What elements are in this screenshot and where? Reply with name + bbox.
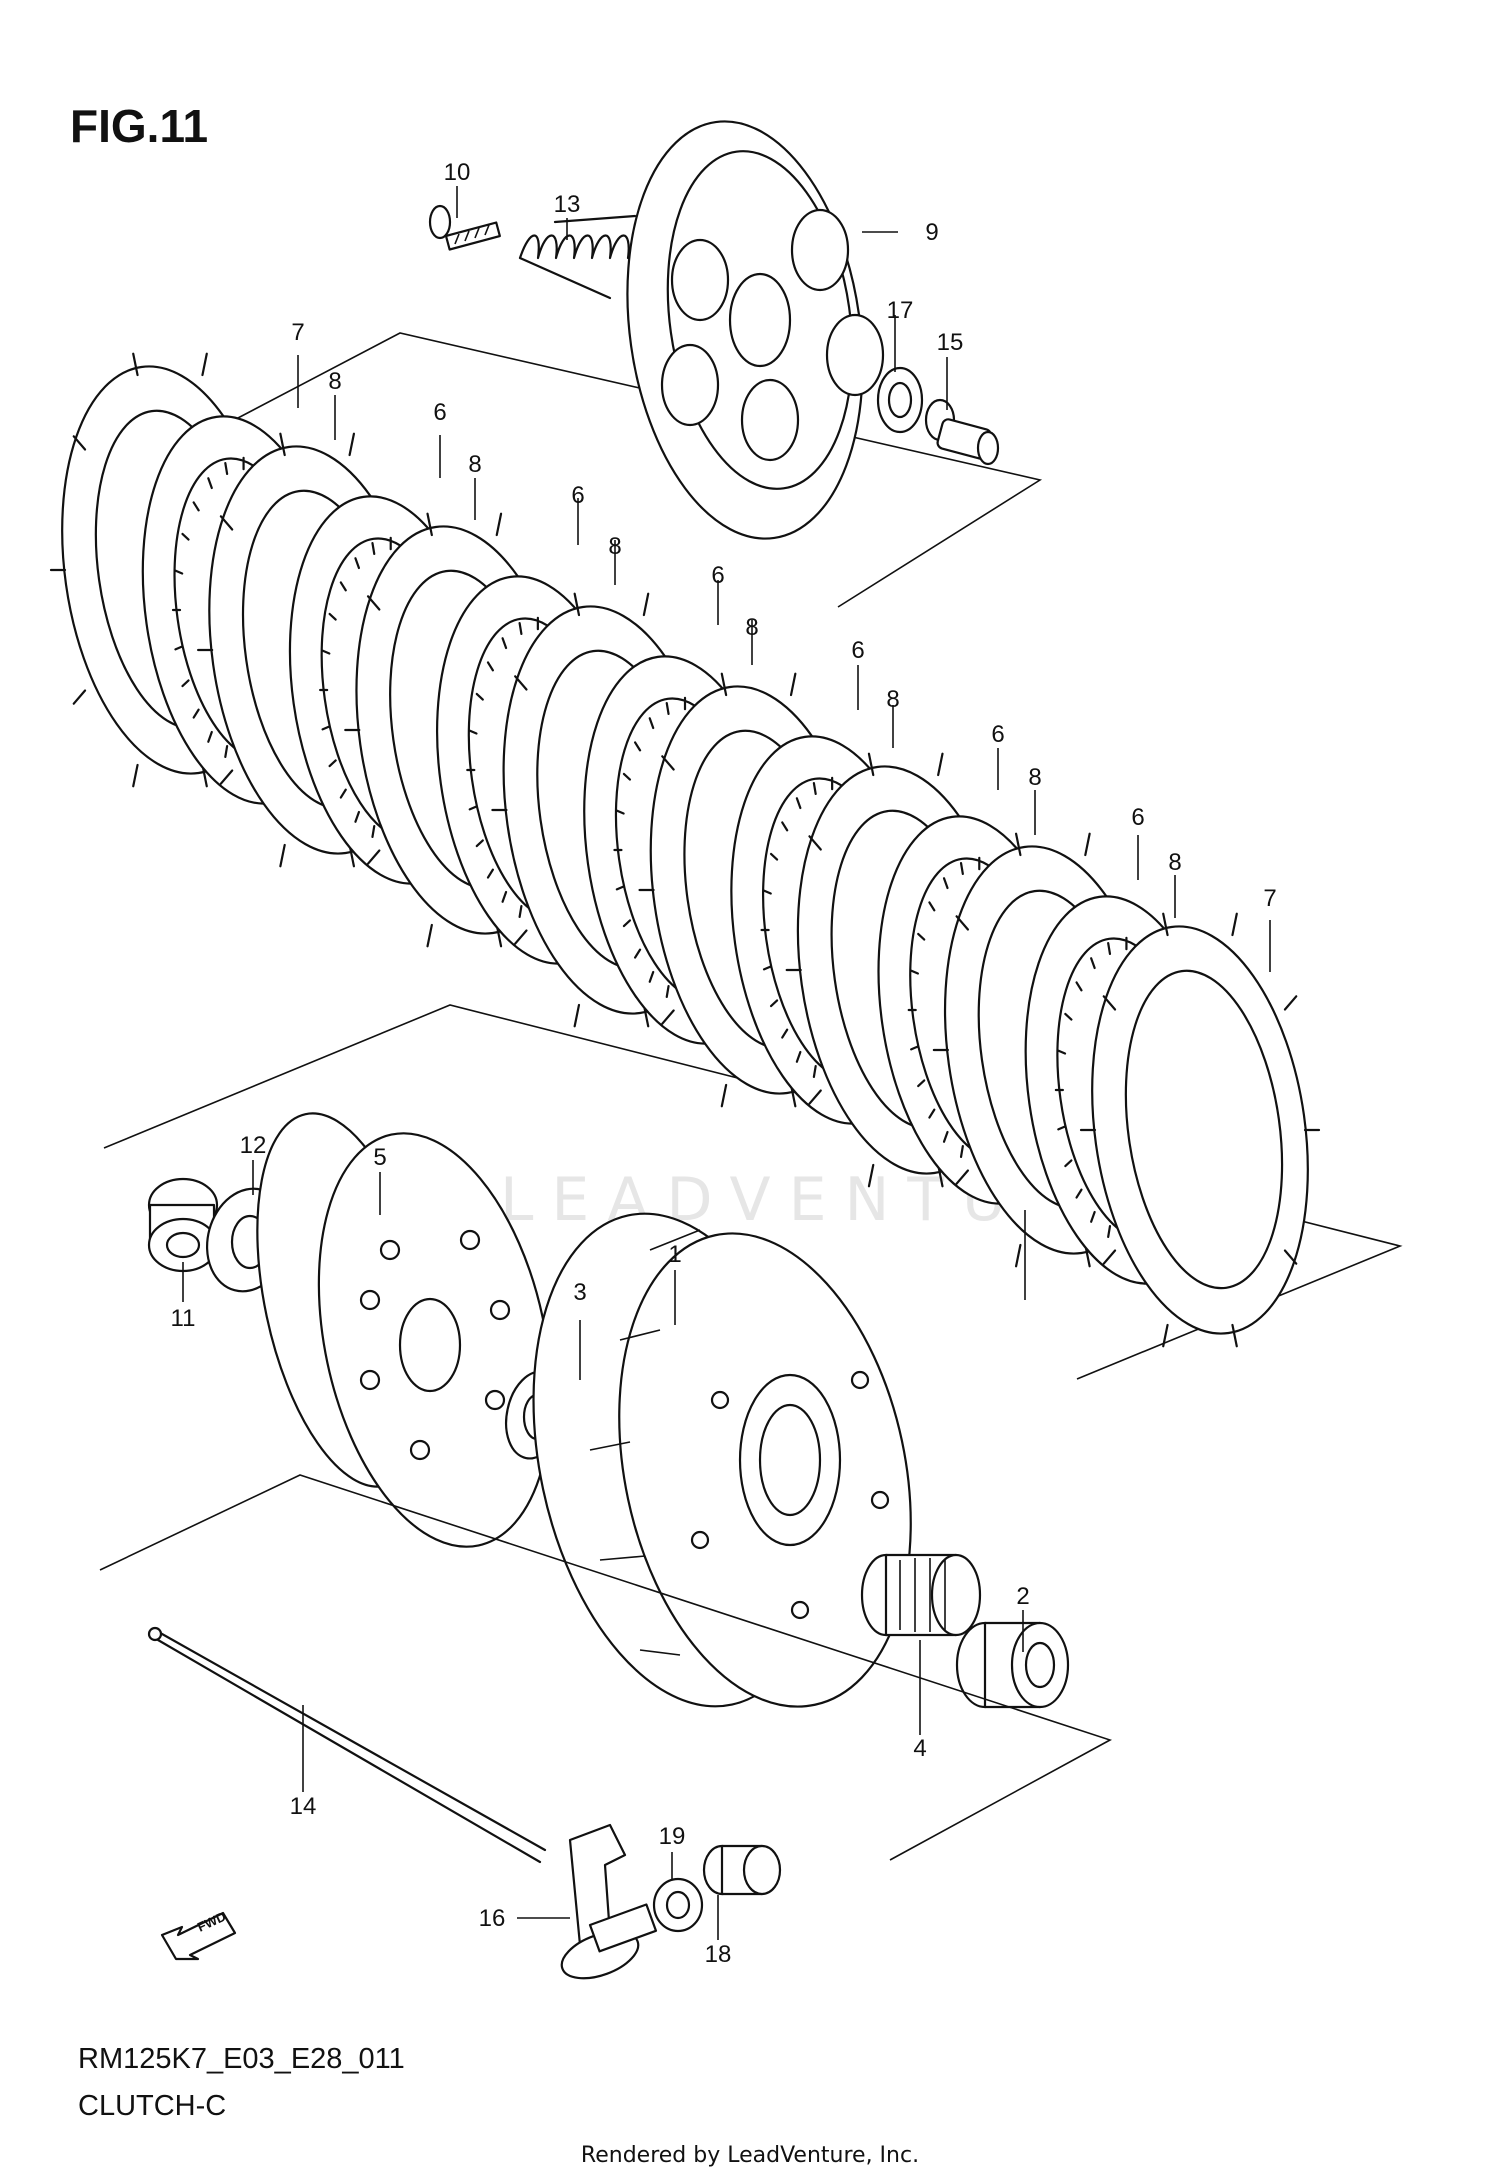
needle-bearing-part (860, 1553, 982, 1637)
clutch-plate-stack (49, 352, 1321, 1348)
callout-9: 9 (925, 219, 938, 246)
pressure-plate-group (71, 120, 1043, 608)
clutch-hub-group: FWD (99, 1112, 1113, 1980)
clutch-housing-part (532, 1212, 912, 1708)
callout-13: 13 (554, 191, 581, 218)
leader-lines (182, 186, 1271, 1940)
callout-6-a: 6 (433, 399, 446, 426)
callout-6-c: 6 (711, 562, 724, 589)
callout-8-b: 8 (468, 451, 481, 478)
callout-8-d: 8 (745, 614, 758, 641)
callout-1: 1 (668, 1241, 681, 1268)
spacer-part (955, 1621, 1070, 1709)
callout-8-f: 8 (1028, 764, 1041, 791)
callout-2: 2 (1016, 1583, 1029, 1610)
callout-18: 18 (705, 1941, 732, 1968)
callout-8-e: 8 (886, 686, 899, 713)
callout-8-a: 8 (328, 368, 341, 395)
callout-11: 11 (171, 1305, 196, 1332)
pressure-plate-part (626, 120, 885, 540)
fwd-arrow-icon: FWD (160, 1909, 237, 1961)
callout-19: 19 (659, 1823, 686, 1850)
figure-name: CLUTCH-C (78, 2090, 226, 2122)
callout-8-c: 8 (608, 533, 621, 560)
sleeve-hub-part (256, 1112, 553, 1548)
figure-code: RM125K7_E03_E28_011 (78, 2043, 405, 2075)
callout-6-f: 6 (1131, 804, 1144, 831)
callout-4: 4 (913, 1735, 926, 1762)
spring-part (518, 214, 637, 300)
callout-15: 15 (937, 329, 964, 356)
bearing-small-part (702, 1844, 782, 1896)
bearing-part (876, 366, 924, 434)
callout-8-g: 8 (1168, 849, 1181, 876)
credit-text: Rendered by LeadVenture, Inc. (581, 2143, 919, 2168)
push-piece-part (924, 398, 1000, 466)
callout-12: 12 (240, 1132, 267, 1159)
callout-numbers: 10 13 9 7 8 6 8 6 8 6 8 6 8 6 8 6 8 7 17… (171, 159, 1277, 1968)
bolt-part (428, 204, 501, 251)
callout-16: 16 (479, 1905, 506, 1932)
oil-seal-part (652, 1877, 704, 1933)
push-rod-part (147, 1626, 547, 1864)
callout-5: 5 (373, 1144, 386, 1171)
callout-6-b: 6 (571, 482, 584, 509)
callout-17: 17 (887, 297, 914, 324)
callout-3: 3 (573, 1279, 586, 1306)
callout-6-d: 6 (851, 637, 864, 664)
callout-6-e: 6 (991, 721, 1004, 748)
release-arm-part (560, 1823, 658, 1980)
callout-10: 10 (444, 159, 471, 186)
drive-plate (1079, 912, 1321, 1348)
nut-part (147, 1177, 219, 1273)
callout-14: 14 (290, 1793, 317, 1820)
callout-7-bottom: 7 (1263, 885, 1276, 912)
figure-title: FIG.11 (70, 100, 208, 152)
callout-7-top: 7 (291, 319, 304, 346)
